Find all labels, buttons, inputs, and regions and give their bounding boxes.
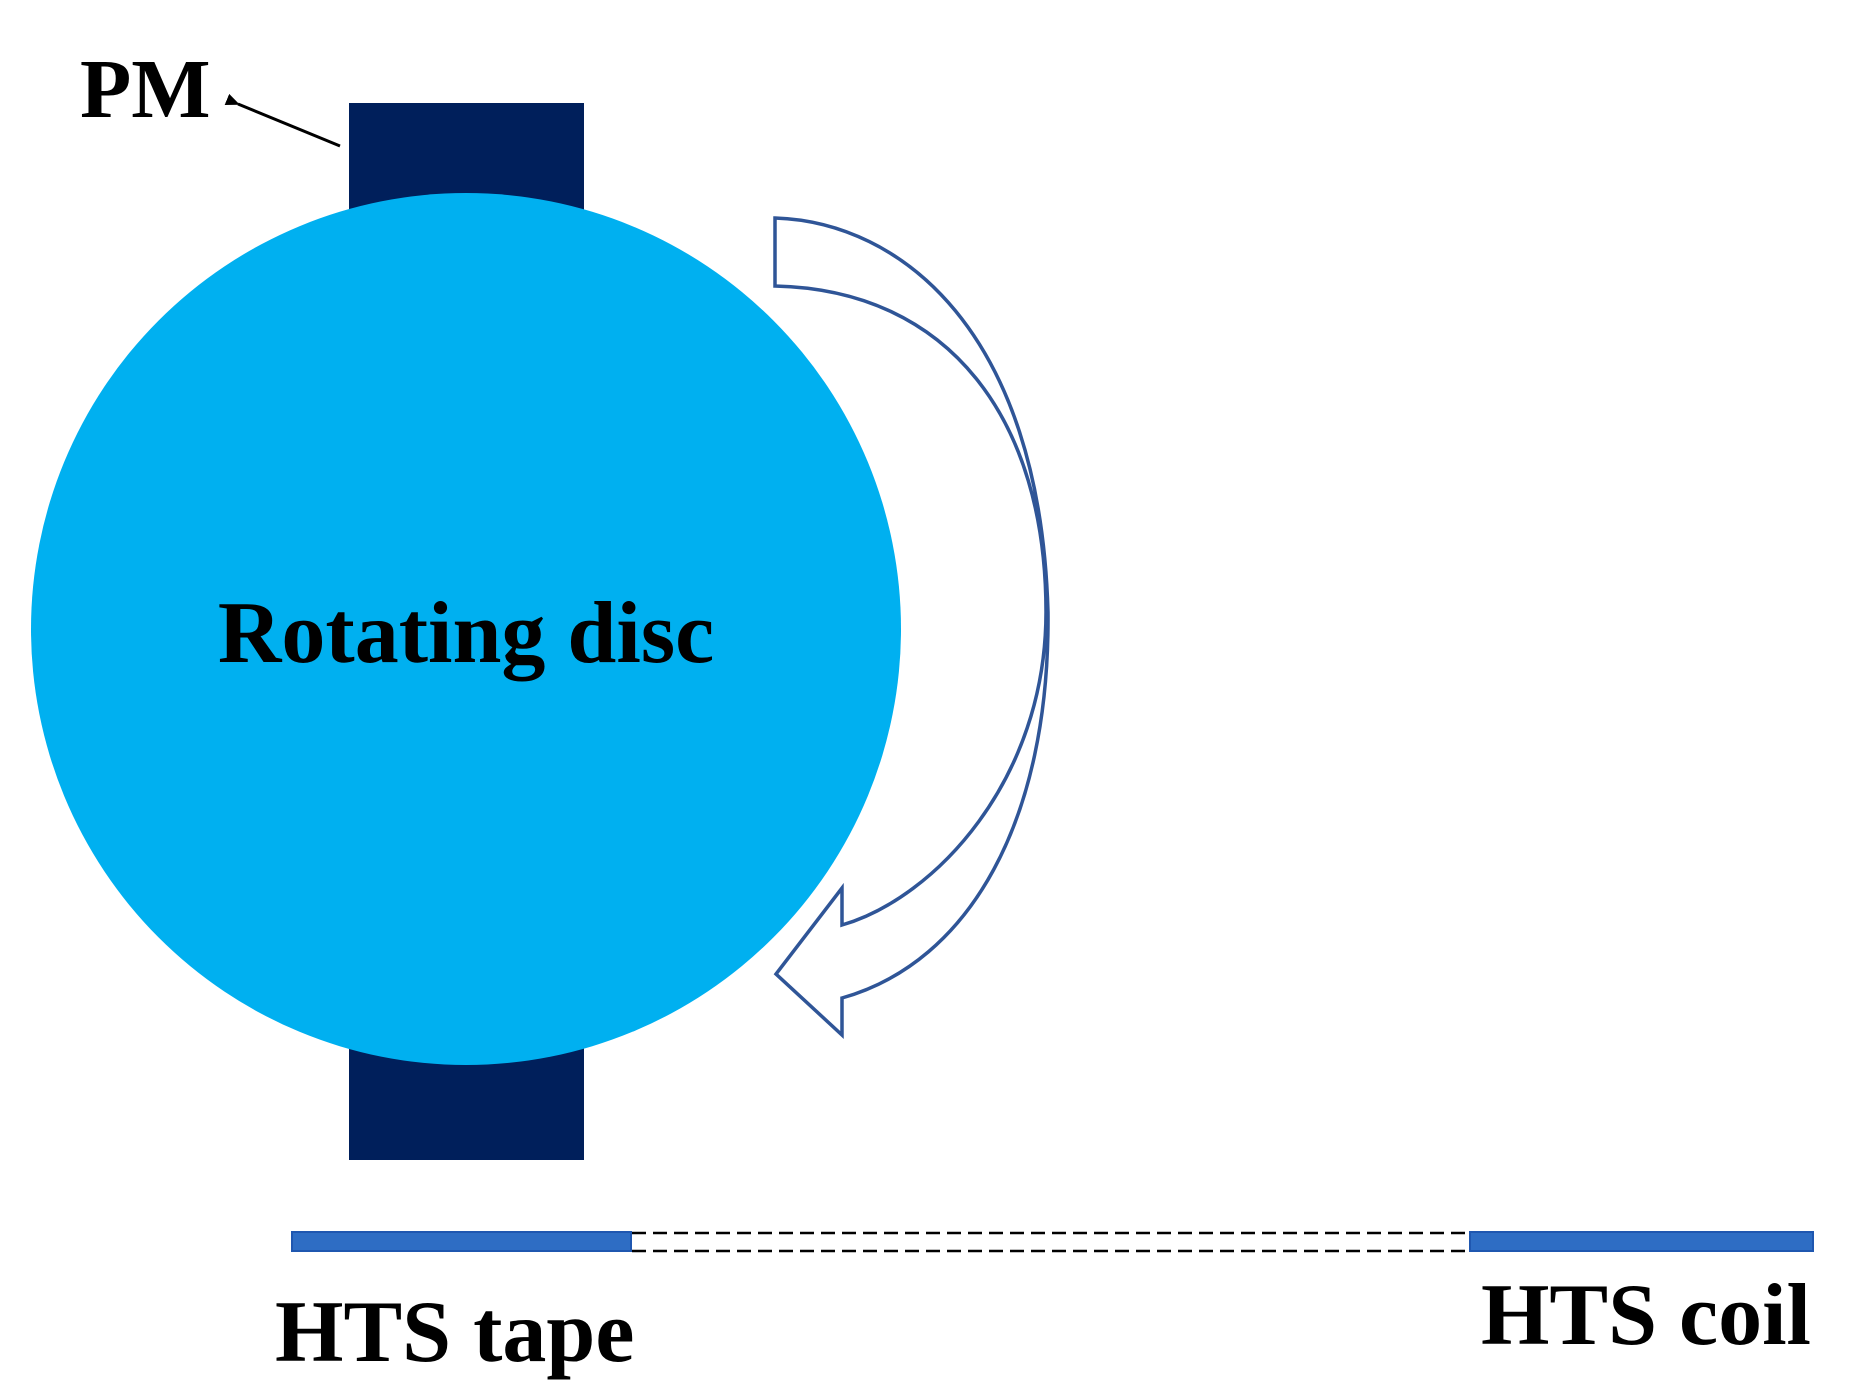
hts-coil: [1469, 1231, 1814, 1252]
tape-label: HTS tape: [275, 1284, 634, 1381]
hts-tape: [291, 1231, 632, 1252]
curved-rotation-arrow-icon: [773, 216, 1050, 1040]
disc-label: Rotating disc: [218, 585, 714, 682]
pm-label: PM: [80, 43, 211, 136]
coil-label: HTS coil: [1481, 1267, 1811, 1364]
pointer-arrow-icon: [224, 93, 341, 148]
rotating-disc: [31, 193, 901, 1065]
